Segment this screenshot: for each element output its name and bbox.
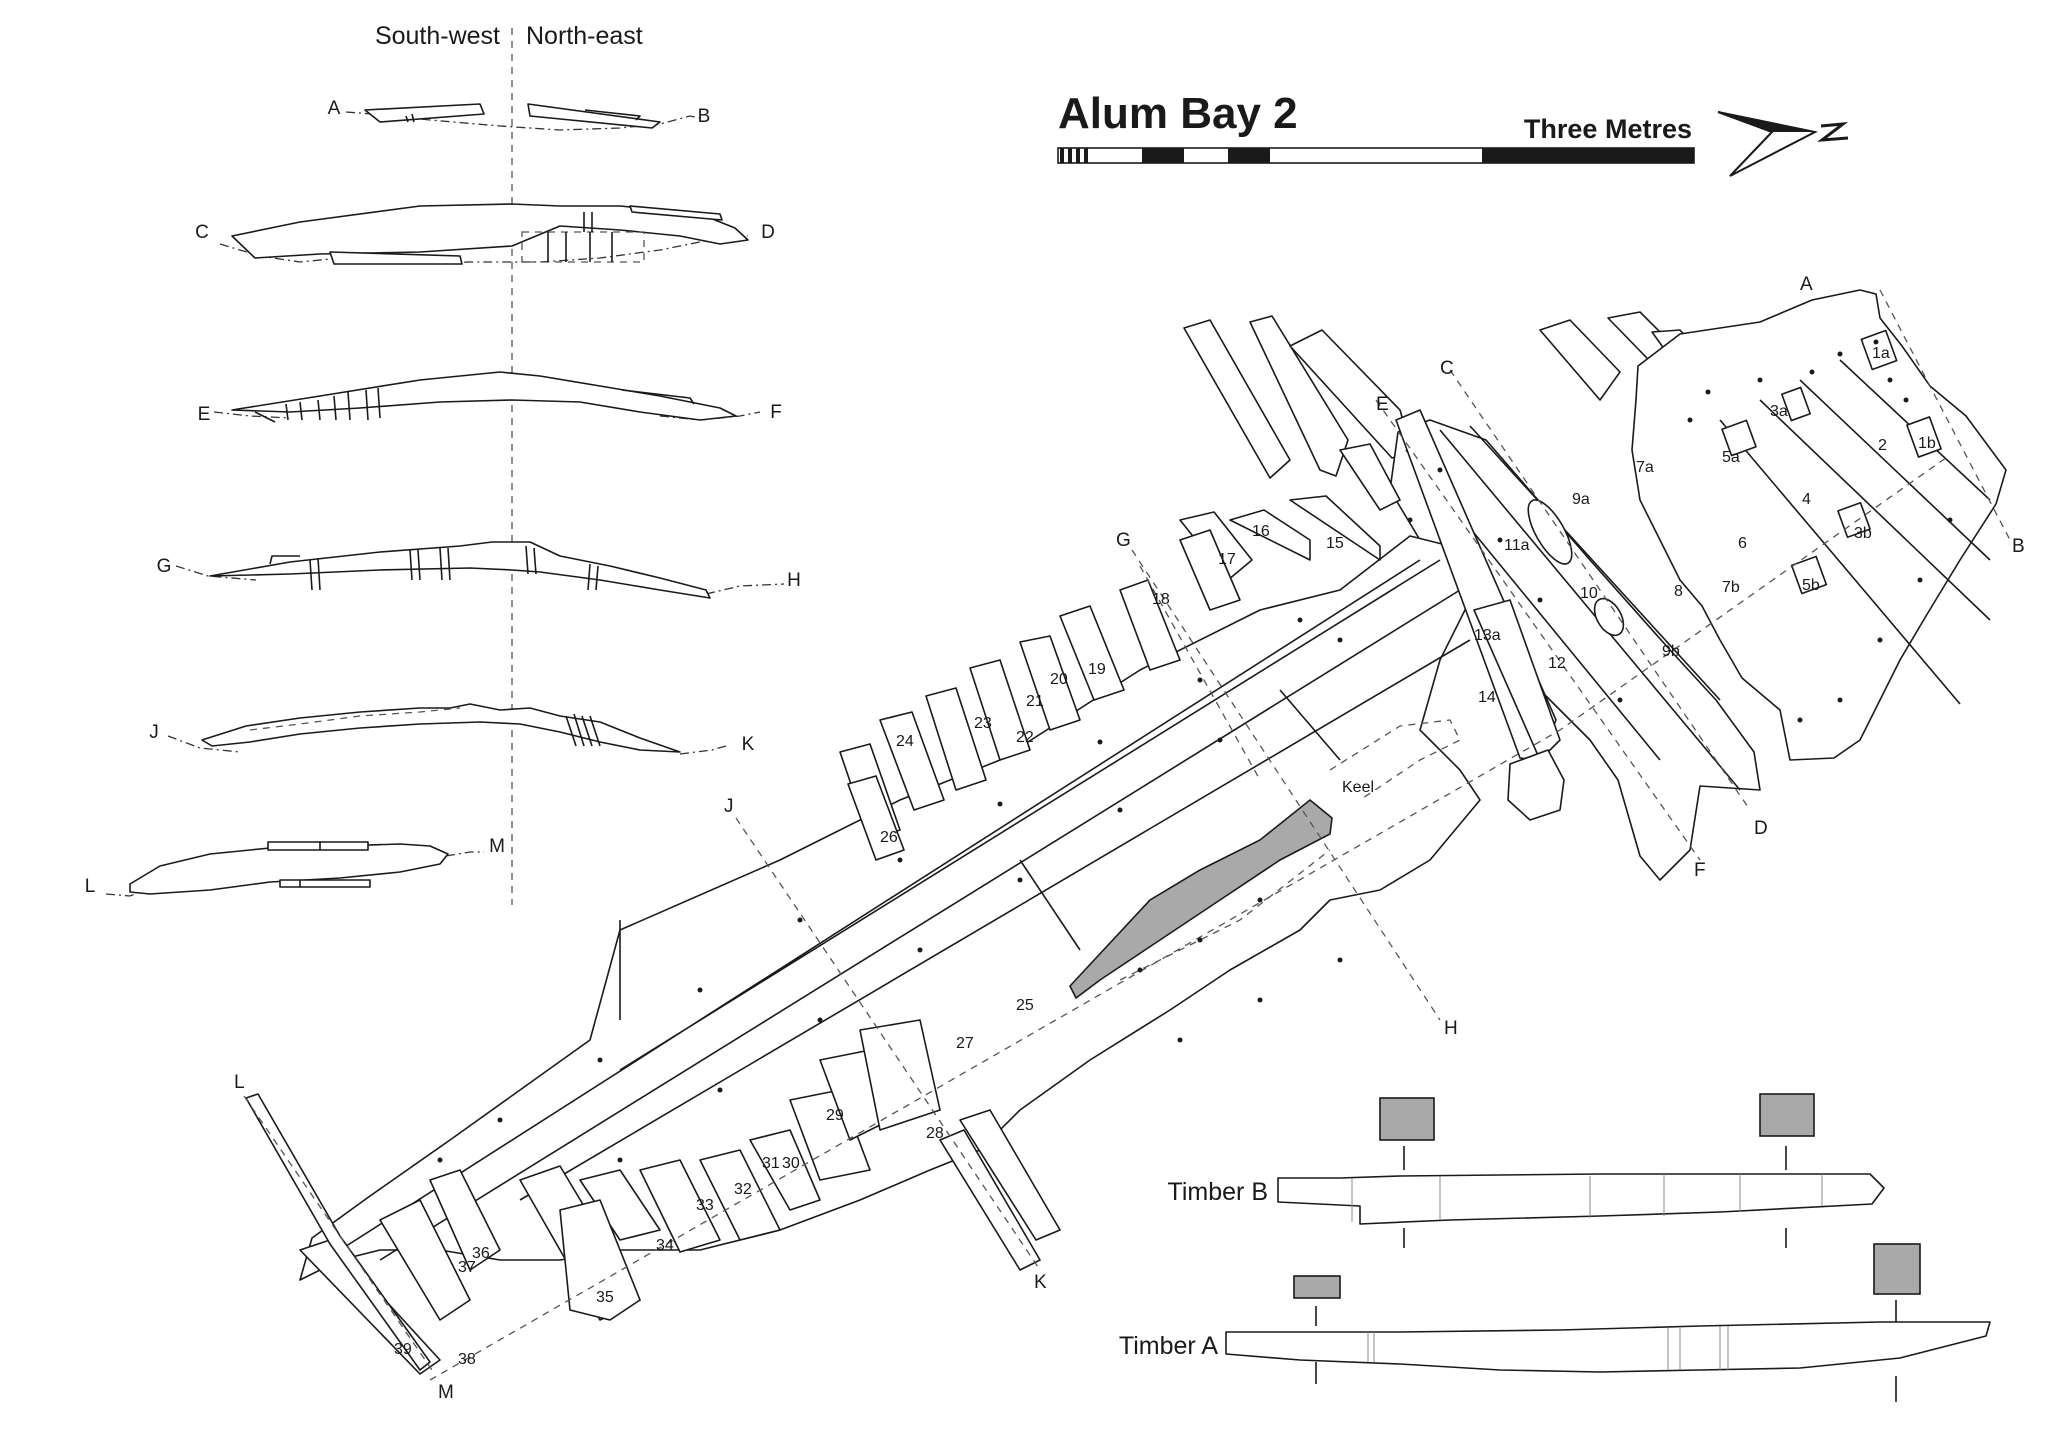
- section-c-d: C D: [195, 203, 775, 265]
- timber-label: 9b: [1662, 643, 1680, 660]
- keel: [1069, 798, 1333, 1000]
- timber-label: 3b: [1854, 525, 1872, 542]
- title-block: Alum Bay 2 Three Metres: [1057, 89, 1849, 177]
- section-j-k: J K: [149, 703, 755, 755]
- plan-marker-g: G: [1116, 530, 1131, 551]
- timber-label: 21: [1026, 693, 1044, 710]
- timber-label: 14: [1478, 689, 1496, 706]
- timber-label: 5b: [1802, 577, 1820, 594]
- scale-bar: [1057, 147, 1695, 164]
- section-label-e: E: [198, 404, 211, 425]
- section-label-f: F: [770, 402, 782, 423]
- timber-label: 13a: [1474, 627, 1501, 644]
- timber-label: 5a: [1722, 449, 1740, 466]
- bow-structure: [1631, 289, 2007, 761]
- timber-label: 8: [1674, 583, 1683, 600]
- timber-a-label: Timber A: [1119, 1332, 1218, 1360]
- timber-label: 31: [762, 1155, 780, 1172]
- wreck-plan: Keel: [234, 274, 2025, 1403]
- timber-label: 24: [896, 733, 914, 750]
- section-label-j: J: [149, 722, 159, 743]
- plan-marker-d: D: [1754, 818, 1768, 839]
- timber-label: 18: [1152, 591, 1170, 608]
- section-label-a: A: [328, 98, 341, 119]
- section-a-b: A B: [328, 98, 711, 131]
- timber-label: 1a: [1872, 345, 1890, 362]
- timber-label: 7a: [1636, 459, 1654, 476]
- heading-north-east: North-east: [526, 22, 643, 50]
- timber-label: 20: [1050, 671, 1068, 688]
- timber-a-drawing: Timber A: [1119, 1243, 1991, 1402]
- timber-label: 1b: [1918, 435, 1936, 452]
- timber-b-label: Timber B: [1168, 1178, 1268, 1206]
- keel-label: Keel: [1342, 779, 1374, 796]
- timber-label: 2: [1878, 437, 1887, 454]
- section-label-l: L: [85, 876, 96, 897]
- heading-south-west: South-west: [375, 22, 500, 50]
- plan-marker-l: L: [234, 1072, 245, 1093]
- timber-label: 25: [1016, 997, 1034, 1014]
- timber-numbers: 1a 1b 2 3a 3b 4 5a 5b 6 7a 7b 8 9a 9b 10…: [394, 345, 1936, 1368]
- timber-label: 30: [782, 1155, 800, 1172]
- timber-label: 22: [1016, 729, 1034, 746]
- section-label-h: H: [787, 570, 801, 591]
- section-g-h: G H: [157, 541, 801, 599]
- timber-label: 6: [1738, 535, 1747, 552]
- fastenings: [437, 339, 1953, 1163]
- hull-planking-main: [299, 535, 1481, 1281]
- timber-label: 28: [926, 1125, 944, 1142]
- timber-label: 15: [1326, 535, 1344, 552]
- section-label-g: G: [157, 556, 172, 577]
- section-profiles: South-west North-east A B C D E: [85, 22, 801, 905]
- plan-marker-b: B: [2012, 536, 2025, 557]
- plan-marker-f: F: [1694, 860, 1706, 881]
- north-arrow-icon: [1717, 111, 1849, 177]
- timber-label: 33: [696, 1197, 714, 1214]
- scale-label: Three Metres: [1524, 114, 1692, 144]
- timber-label: 35: [596, 1289, 614, 1306]
- figure-title: Alum Bay 2: [1058, 89, 1298, 138]
- plan-marker-h: H: [1444, 1018, 1458, 1039]
- section-label-c: C: [195, 222, 209, 243]
- timber-label: 11a: [1504, 537, 1530, 554]
- timber-label: 17: [1218, 551, 1236, 568]
- section-label-d: D: [761, 222, 775, 243]
- timber-label: 12: [1548, 655, 1566, 672]
- plan-marker-e: E: [1376, 394, 1389, 415]
- plan-section-markers: A B C D E F G H J K L M: [234, 274, 2025, 1403]
- timber-label: 32: [734, 1181, 752, 1198]
- timber-label: 19: [1088, 661, 1106, 678]
- section-label-k: K: [742, 734, 755, 755]
- timber-label: 29: [826, 1107, 844, 1124]
- timber-label: 37: [458, 1259, 476, 1276]
- plan-marker-j: J: [724, 796, 734, 817]
- timber-label: 38: [458, 1351, 476, 1368]
- loose-timber: [1507, 749, 1565, 821]
- timber-b-drawing: Timber B: [1168, 1093, 1885, 1248]
- section-e-f: E F: [198, 371, 782, 425]
- timber-label: 7b: [1722, 579, 1740, 596]
- timber-label: 16: [1252, 523, 1270, 540]
- section-label-b: B: [698, 106, 711, 127]
- timber-label: 9a: [1572, 491, 1590, 508]
- timber-label: 26: [880, 829, 898, 846]
- timber-label: 10: [1580, 585, 1598, 602]
- timber-label: 3a: [1770, 403, 1788, 420]
- plan-marker-m: M: [438, 1382, 454, 1403]
- timber-label: 39: [394, 1341, 412, 1358]
- plan-marker-a: A: [1800, 274, 1813, 295]
- timber-label: 4: [1802, 491, 1811, 508]
- timber-label: 27: [956, 1035, 974, 1052]
- timber-label: 23: [974, 715, 992, 732]
- timber-label: 34: [656, 1237, 674, 1254]
- plank-k: [939, 1129, 1041, 1271]
- section-l-m: L M: [85, 836, 505, 897]
- plan-marker-c: C: [1440, 358, 1454, 379]
- plan-marker-k: K: [1034, 1272, 1047, 1293]
- timber-label: 36: [472, 1245, 490, 1262]
- section-label-m: M: [489, 836, 505, 857]
